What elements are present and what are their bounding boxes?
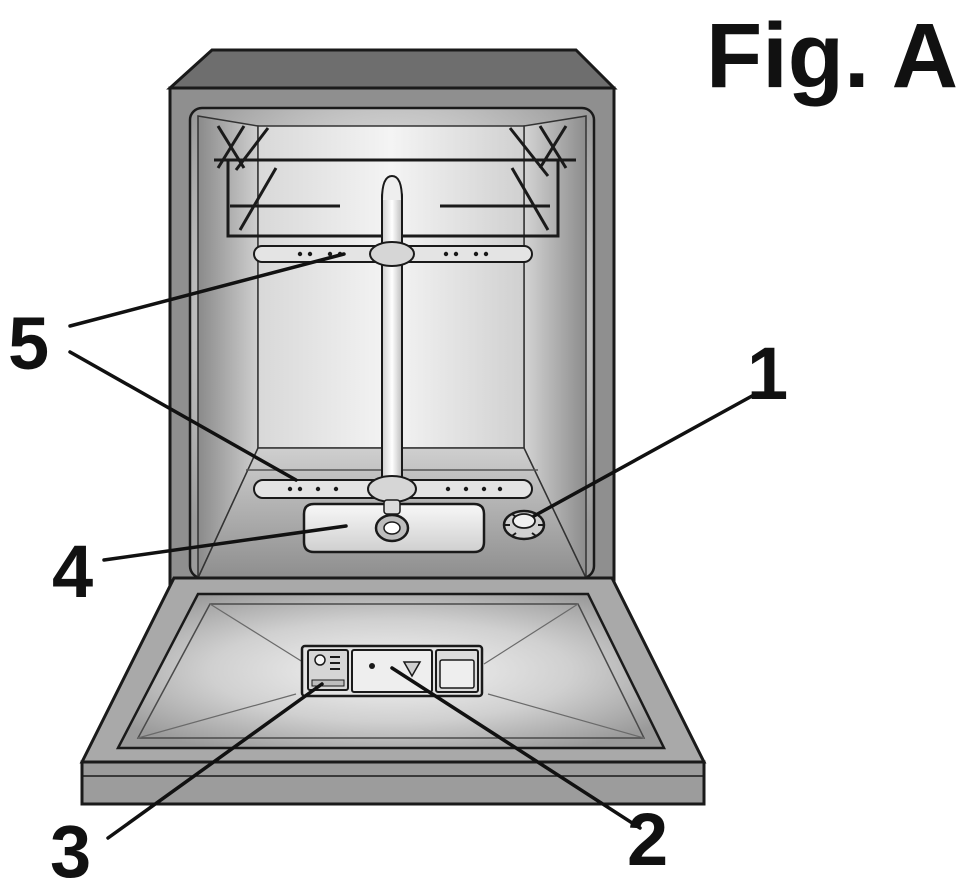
- callout-1: 1: [747, 334, 788, 414]
- callout-4: 4: [52, 532, 93, 612]
- dispenser-unit: [302, 646, 482, 696]
- cabinet-top: [170, 50, 614, 88]
- callout-3: 3: [50, 812, 91, 892]
- upper-pipe-bend: [382, 176, 402, 200]
- supply-pipe: [382, 190, 402, 490]
- filter-plate: [304, 500, 484, 552]
- upper-spray-arm: [254, 242, 532, 266]
- figure-title: Fig. A: [706, 6, 956, 106]
- callout-2: 2: [627, 800, 668, 880]
- callout-5: 5: [8, 304, 49, 384]
- door-front-panel: [82, 762, 704, 804]
